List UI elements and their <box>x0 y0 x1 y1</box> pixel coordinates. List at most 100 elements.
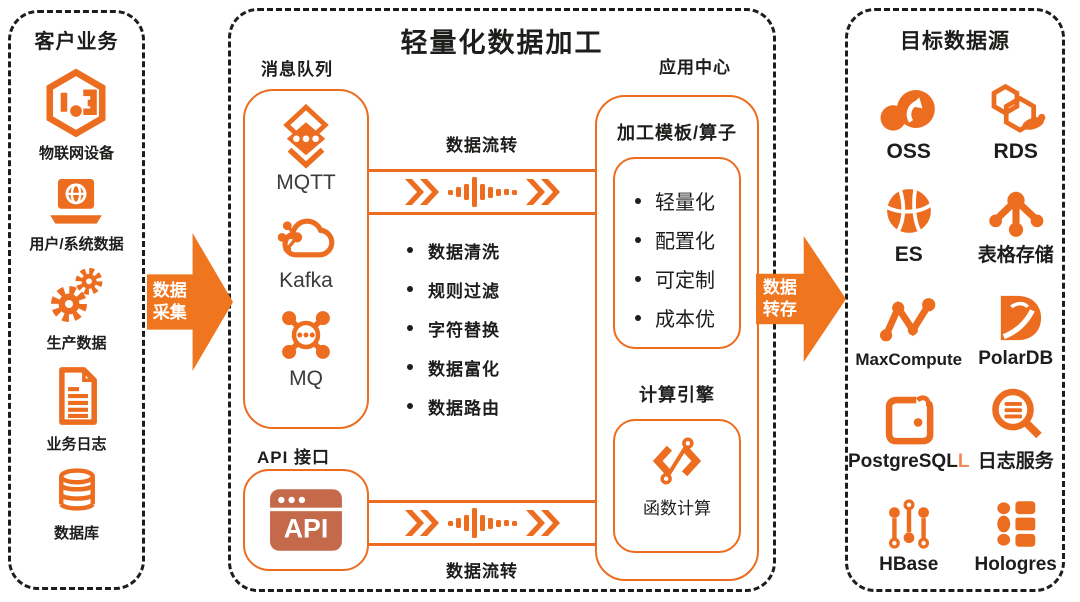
connector-line <box>367 212 597 215</box>
connector-line <box>367 169 597 172</box>
engine-section-title: 计算引擎 <box>639 385 715 405</box>
polardb-icon <box>1000 295 1041 341</box>
source-item-label: 生产数据 <box>46 335 107 352</box>
list-item-database: 数据库 <box>47 463 107 543</box>
api-box: API <box>243 469 369 571</box>
list-item-user-system-data: 用户/系统数据 <box>29 172 124 254</box>
data-collect-arrow-label: 数据 采集 <box>147 233 193 371</box>
target-item-polardb: PolarDB <box>969 269 1062 372</box>
api-icon: API <box>270 489 342 551</box>
queue-item-label: MQ <box>289 367 323 390</box>
target-panel-title: 目标数据源 <box>900 30 1010 53</box>
target-item-label: Hologres <box>974 554 1057 575</box>
template-box-title: 加工模板/算子 <box>616 123 737 143</box>
database-icon <box>58 468 95 511</box>
waveform-icon <box>447 508 517 538</box>
bullet-dot <box>407 325 413 331</box>
target-item-maxcompute: MaxCompute <box>848 269 969 372</box>
template-feature: 配置化 <box>635 220 739 259</box>
target-item-oss: OSS <box>848 63 969 166</box>
process-step-label: 数据清洗 <box>428 242 500 262</box>
source-panel-title: 客户业务 <box>34 31 119 53</box>
template-feature-label: 成本优 <box>655 309 715 331</box>
app-center-box: 加工模板/算子 轻量化 配置化 可定制 成本优 计算引擎 函数计算 <box>595 95 759 581</box>
target-item-hologres: Hologres <box>969 475 1062 578</box>
target-item-label: 表格存储 <box>977 245 1054 266</box>
target-grid: OSS RDS ES <box>848 63 1062 578</box>
arrow-label-line2: 转存 <box>762 300 797 319</box>
process-step-label: 规则过滤 <box>428 281 500 301</box>
bullet-dot <box>407 247 413 253</box>
template-feature: 轻量化 <box>635 181 739 220</box>
es-icon <box>885 188 932 234</box>
process-step: 数据富化 <box>407 356 500 379</box>
log-service-icon <box>991 388 1042 439</box>
postgresql-label-text: PostgreSQL <box>848 451 958 472</box>
arrow-label-line1: 数据 <box>762 277 797 297</box>
target-item-label: HBase <box>879 554 939 575</box>
process-step: 规则过滤 <box>407 278 500 301</box>
maxcompute-icon <box>879 298 936 342</box>
processing-panel: 轻量化数据加工 消息队列 数据流转 <box>228 8 776 592</box>
template-feature: 可定制 <box>635 259 739 298</box>
queue-item-label: Kafka <box>279 269 333 292</box>
rds-icon <box>991 83 1046 133</box>
flow-top-label: 数据流转 <box>446 136 518 155</box>
queue-item-label: MQTT <box>276 171 336 194</box>
target-panel: 目标数据源 OSS RDS <box>845 8 1065 592</box>
source-item-list: 物联网设备 用户/系统数据 <box>11 58 142 543</box>
target-item-rds: RDS <box>969 63 1062 166</box>
target-item-label: RDS <box>993 140 1038 163</box>
target-item-log-service: 日志服务 <box>969 372 1062 475</box>
target-item-hbase: HBase <box>848 475 969 578</box>
bullet-dot <box>635 197 641 204</box>
function-compute-box: 函数计算 <box>613 419 741 553</box>
double-chevron-icon <box>525 179 560 205</box>
kafka-icon <box>277 218 335 258</box>
target-item-label: OSS <box>886 140 931 163</box>
target-item-es: ES <box>848 166 969 269</box>
bullet-dot <box>407 403 413 409</box>
process-step: 数据路由 <box>407 395 500 418</box>
template-feature-label: 轻量化 <box>655 192 715 214</box>
queue-item-mqtt: MQTT <box>273 103 339 195</box>
bullet-dot <box>635 236 641 243</box>
process-step-list: 数据清洗 规则过滤 字符替换 数据富化 数据路由 <box>407 239 500 434</box>
bullet-dot <box>635 314 641 321</box>
template-feature-label: 配置化 <box>655 231 715 253</box>
process-step-label: 数据路由 <box>428 398 500 418</box>
source-item-label: 业务日志 <box>46 436 107 453</box>
list-item-production-data: 生产数据 <box>45 263 109 353</box>
target-item-label: 日志服务 <box>977 451 1054 472</box>
flow-top-glyphs <box>367 174 597 210</box>
app-center-label: 应用中心 <box>659 58 731 77</box>
list-item-business-log: 业务日志 <box>44 362 110 454</box>
source-item-label: 数据库 <box>53 525 99 542</box>
hologres-icon <box>997 501 1035 547</box>
oss-icon <box>880 90 935 131</box>
message-queue-box: MQTT Kafka MQ <box>243 89 369 429</box>
gears-icon <box>50 267 102 322</box>
queue-item-mq: MQ <box>276 305 336 391</box>
bullet-dot <box>407 286 413 292</box>
arrow-label-line1: 数据 <box>152 280 187 300</box>
list-item-iot: 物联网设备 <box>39 67 114 163</box>
source-item-label: 物联网设备 <box>38 145 114 162</box>
target-item-tablestore: 表格存储 <box>969 166 1062 269</box>
queue-section-label: 消息队列 <box>261 60 333 79</box>
laptop-globe-icon <box>50 179 103 224</box>
double-chevron-icon <box>525 510 560 536</box>
template-feature-box: 轻量化 配置化 可定制 成本优 <box>613 157 741 349</box>
postgresql-label-artifact: L <box>957 451 970 472</box>
arrow-label-line2: 采集 <box>152 303 187 322</box>
bullet-dot <box>407 364 413 370</box>
diagram-title: 轻量化数据加工 <box>400 28 604 58</box>
source-item-label: 用户/系统数据 <box>29 236 124 253</box>
tablestore-icon <box>988 191 1044 237</box>
document-icon <box>58 367 97 425</box>
data-collect-arrow: 数据 采集 <box>147 233 233 371</box>
mqtt-icon <box>283 103 329 169</box>
api-section-label: API 接口 <box>257 448 331 467</box>
process-step: 字符替换 <box>407 317 500 340</box>
